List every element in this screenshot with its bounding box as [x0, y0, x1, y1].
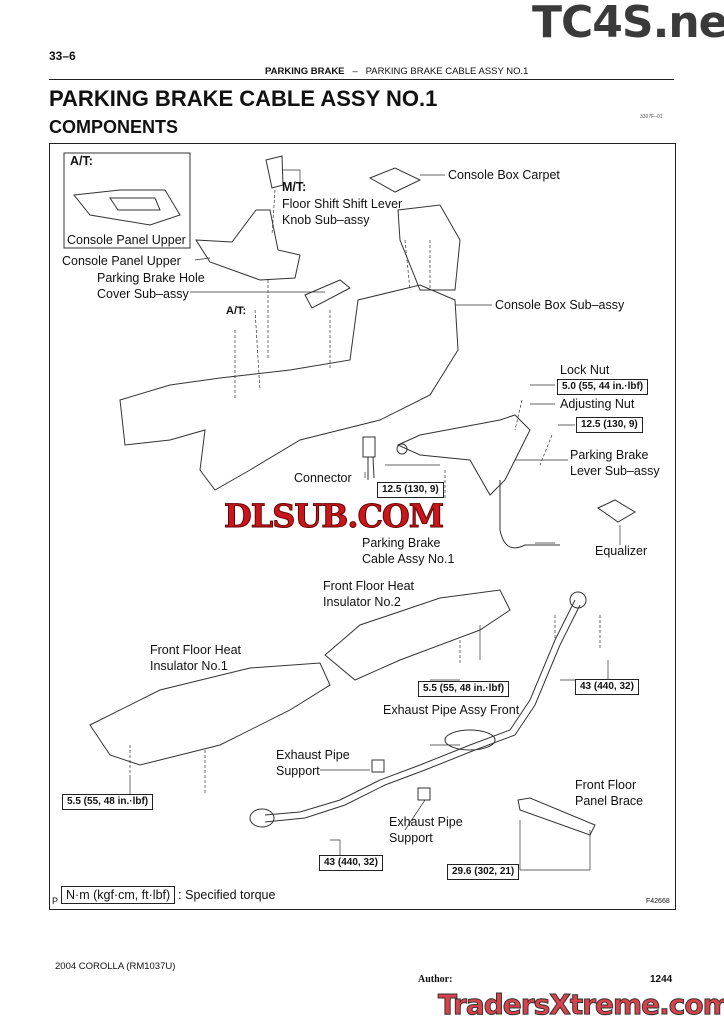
subsection-name: PARKING BRAKE CABLE ASSY NO.1: [365, 66, 529, 77]
torque-exhaust-front: 43 (440, 32): [319, 855, 383, 871]
running-header: PARKING BRAKE – PARKING BRAKE CABLE ASSY…: [265, 66, 528, 77]
torque-legend: N·m (kgf·cm, ft·lbf) : Specified torque: [61, 886, 275, 904]
exhaust-support-a: [371, 759, 385, 773]
exhaust-support-b: [417, 787, 431, 801]
equalizer-label: Equalizer: [595, 544, 648, 558]
torque-insulator2: 5.5 (55, 48 in.·lbf): [418, 681, 510, 697]
at-inset-box: [63, 152, 191, 249]
parking-brake-cable: [499, 480, 560, 549]
exhaust-front-label: Exhaust Pipe Assy Front: [383, 703, 520, 717]
watermark-tradersxtreme: TradersXtreme.com: [438, 988, 724, 1021]
parking-brake-lever: [396, 414, 531, 496]
connector-label: Connector: [294, 471, 352, 485]
figure-code: F42668: [646, 898, 670, 905]
connector: [362, 436, 376, 458]
footer-model: 2004 COROLLA (RM1037U): [55, 961, 176, 972]
insulator2-label-2: Insulator No.2: [323, 595, 401, 609]
footer-author: Author:: [418, 974, 453, 985]
shift-knob: [265, 155, 284, 189]
console-box-carpet: [368, 167, 422, 193]
exhaust-pipe-front: [264, 599, 576, 816]
torque-brace: 29.6 (302, 21): [447, 864, 520, 880]
shift-knob-label-1: Floor Shift Shift Lever: [282, 197, 403, 211]
header-separator: –: [352, 66, 358, 77]
console-box-lid: [397, 204, 461, 291]
torque-lock-nut: 5.0 (55, 44 in.·lbf): [557, 379, 649, 395]
watermark-dlsub: DLSUB.COM: [223, 497, 444, 535]
console-box-label: Console Box Sub–assy: [495, 298, 625, 312]
torque-legend-box: N·m (kgf·cm, ft·lbf): [61, 886, 176, 904]
support-b-label-2: Support: [389, 831, 433, 845]
console-panel-upper: [195, 209, 301, 281]
section-name: PARKING BRAKE: [265, 66, 345, 77]
support-a-label-2: Support: [276, 764, 320, 778]
adjusting-nut-label: Adjusting Nut: [560, 397, 635, 411]
corner-mark: P: [52, 896, 59, 906]
shift-knob-label-2: Knob Sub–assy: [282, 213, 370, 227]
lock-nut-label: Lock Nut: [560, 363, 610, 377]
page-title: PARKING BRAKE CABLE ASSY NO.1: [49, 86, 438, 111]
at-label: A/T:: [226, 305, 247, 317]
console-box-carpet-label: Console Box Carpet: [448, 168, 560, 182]
header-rule: [49, 79, 674, 80]
torque-exhaust-rear: 43 (440, 32): [575, 679, 639, 695]
front-floor-heat-insulator-2: [324, 589, 511, 681]
support-a-label-1: Exhaust Pipe: [276, 748, 350, 762]
support-b-label-1: Exhaust Pipe: [389, 815, 463, 829]
lever-label-1: Parking Brake: [570, 448, 649, 462]
torque-insulator1: 5.5 (55, 48 in.·lbf): [62, 794, 154, 810]
footer-page: 1244: [650, 974, 673, 985]
inset-part-label: Console Panel Upper: [67, 233, 186, 247]
page-number: 33–6: [49, 49, 76, 63]
lever-label-2: Lever Sub–assy: [570, 464, 660, 478]
front-floor-panel-brace: [517, 797, 596, 836]
torque-lever-bolt-2: 12.5 (130, 9): [377, 482, 444, 498]
front-floor-heat-insulator-1: [89, 662, 331, 766]
reference-code: 3307F–01: [640, 114, 663, 120]
section-title: COMPONENTS: [49, 117, 179, 137]
insulator1-label-2: Insulator No.1: [150, 659, 228, 673]
watermark-tc4s: TC4S.net: [532, 0, 724, 48]
brace-label-2: Panel Brace: [575, 794, 644, 808]
inset-console-panel: [73, 189, 181, 226]
hole-cover-label-2: Cover Sub–assy: [97, 287, 189, 301]
equalizer: [597, 499, 636, 523]
brace-label-1: Front Floor: [575, 778, 637, 792]
cable-label-1: Parking Brake: [362, 536, 441, 550]
torque-legend-text: : Specified torque: [178, 888, 276, 902]
components-figure: [49, 143, 676, 910]
torque-lever-bolt: 12.5 (130, 9): [576, 417, 643, 433]
hole-cover-label-1: Parking Brake Hole: [97, 271, 205, 285]
hole-cover: [304, 279, 351, 309]
cable-label-2: Cable Assy No.1: [362, 552, 455, 566]
console-box: [119, 284, 459, 491]
inset-at-label: A/T:: [70, 154, 93, 168]
insulator2-label-1: Front Floor Heat: [323, 579, 415, 593]
mt-label: M/T:: [282, 180, 307, 194]
insulator1-label-1: Front Floor Heat: [150, 643, 242, 657]
console-panel-upper-label: Console Panel Upper: [62, 254, 181, 268]
